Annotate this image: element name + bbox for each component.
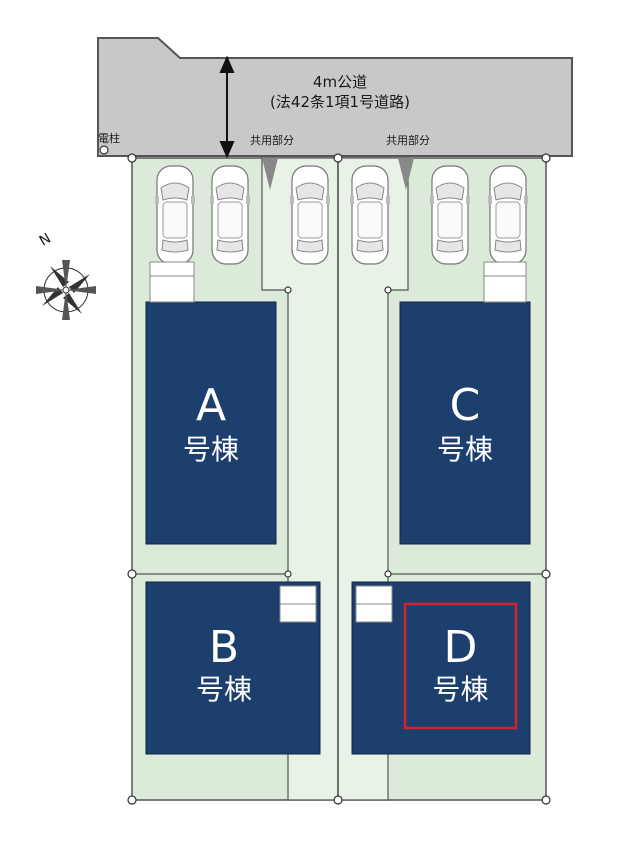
building-d-letter: D [443, 622, 478, 673]
road-width-dimension [219, 55, 235, 159]
building-c-letter: C [449, 380, 481, 431]
utility-pole-label: 電柱 [98, 132, 120, 145]
car-3 [289, 165, 331, 265]
road-classification: (法42条1項1号道路) [270, 93, 410, 111]
building-d-label: 号棟 [432, 673, 489, 706]
porch-c [483, 261, 527, 303]
porch-a [149, 261, 195, 303]
car-5 [429, 165, 471, 265]
car-4 [349, 165, 391, 265]
car-1 [154, 165, 196, 265]
building-b-label: 号棟 [195, 673, 252, 706]
building-a-letter: A [195, 380, 227, 431]
building-c [399, 301, 531, 545]
car-6 [487, 165, 529, 265]
compass-icon [36, 260, 96, 320]
building-d-highlight [403, 602, 518, 730]
shared-area-arrow-right [398, 158, 414, 190]
shared-area-arrow-left [262, 158, 278, 190]
building-a [145, 301, 277, 545]
building-a-label: 号棟 [182, 433, 239, 466]
building-b-letter: B [208, 622, 240, 673]
shared-area-label-left: 共用部分 [250, 134, 294, 147]
building-c-label: 号棟 [436, 433, 493, 466]
road-name: 4m公道 [312, 73, 368, 91]
car-2 [209, 165, 251, 265]
shared-area-label-right: 共用部分 [386, 134, 430, 147]
public-road [97, 37, 573, 157]
